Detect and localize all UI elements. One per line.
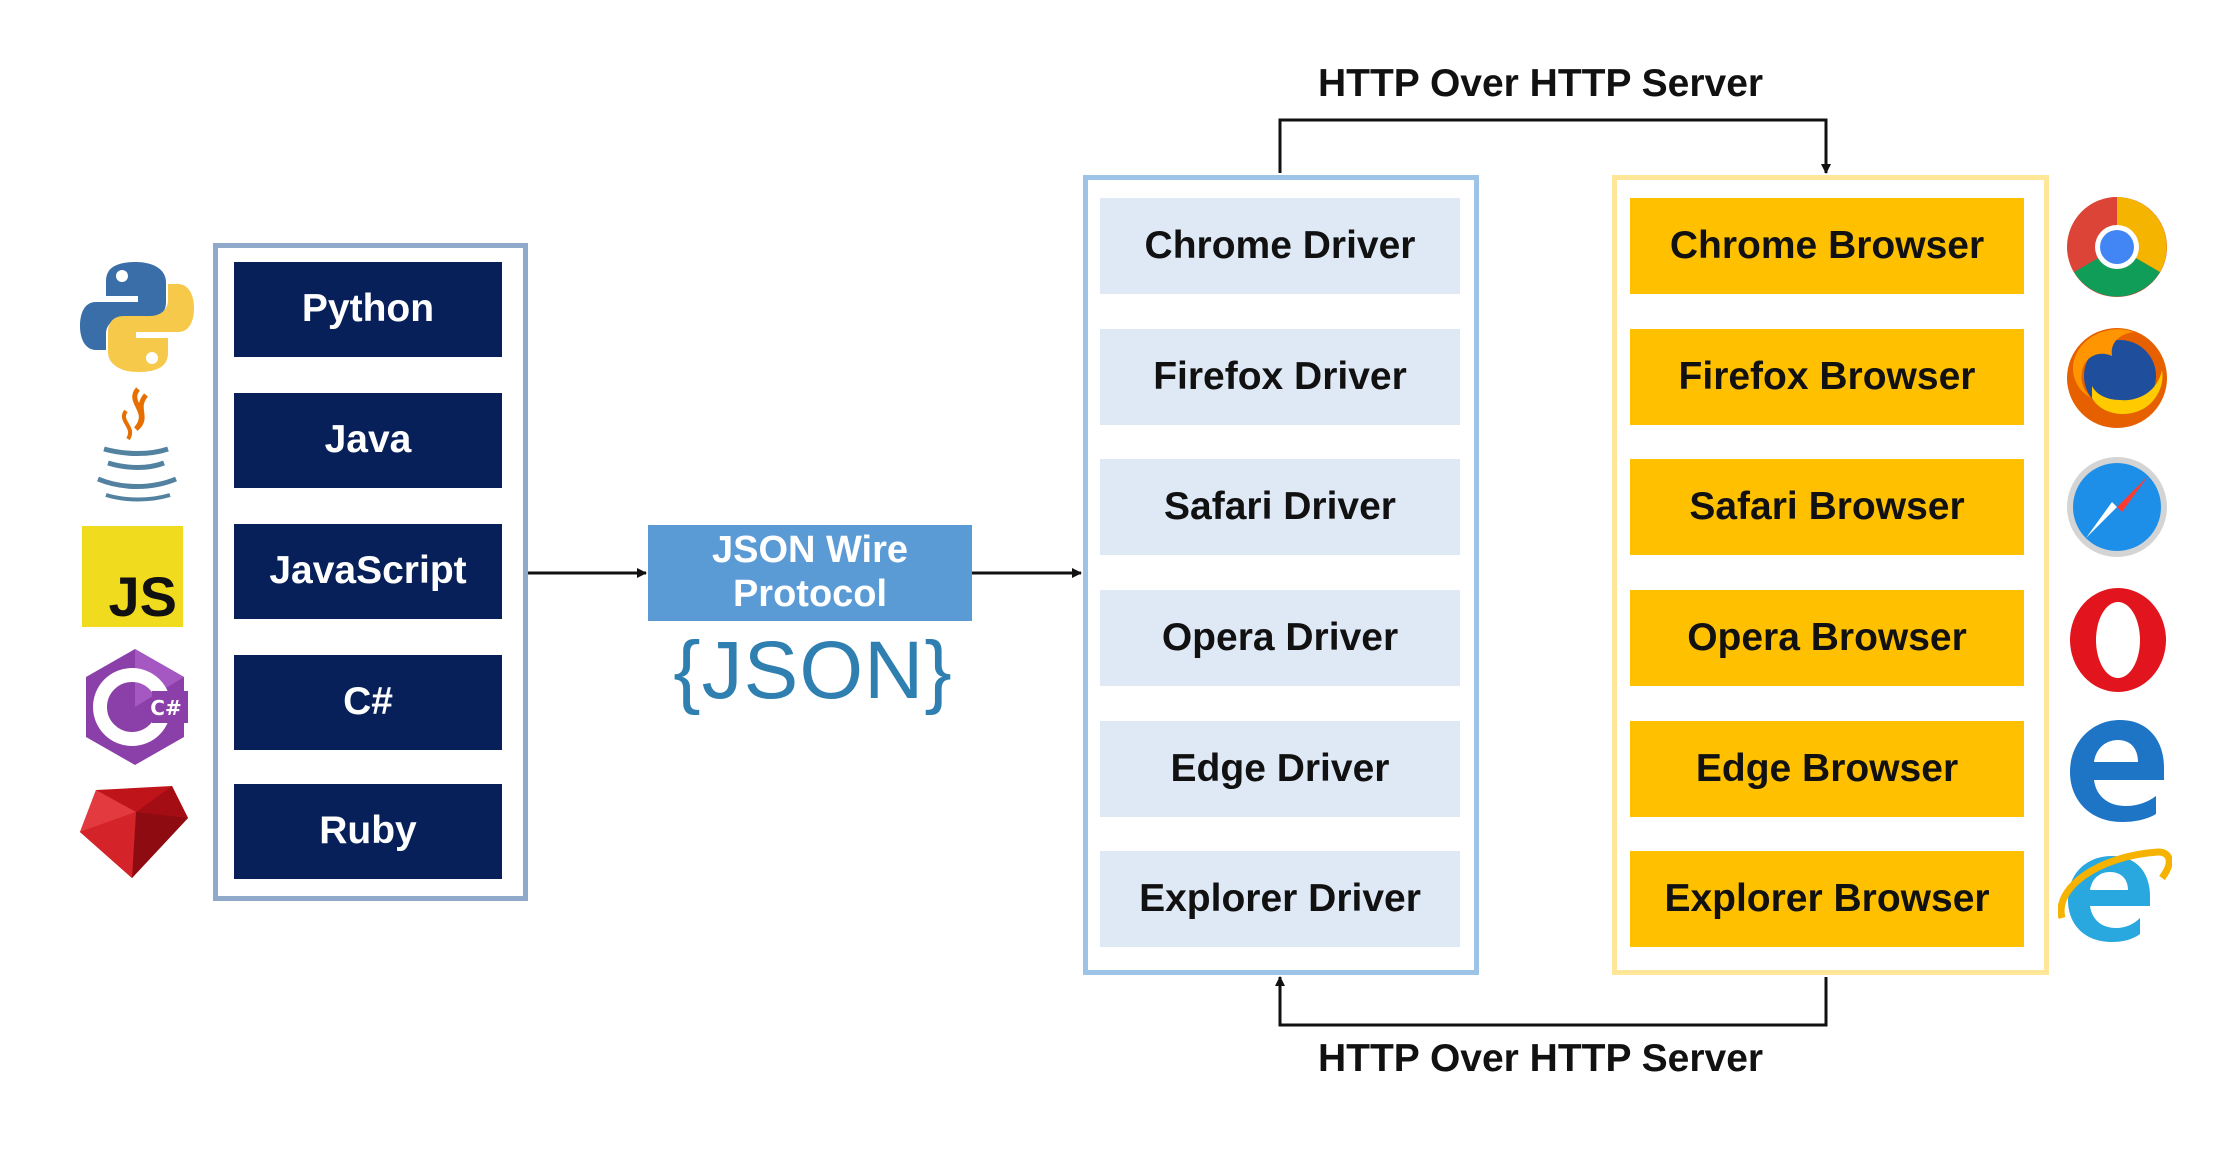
firefox-driver: Firefox Driver bbox=[1100, 329, 1460, 425]
internet-explorer-logo-icon bbox=[2058, 848, 2172, 942]
csharp-logo-icon: C# bbox=[86, 649, 188, 765]
top-http-caption: HTTP Over HTTP Server bbox=[1318, 62, 1764, 105]
browsers-group bbox=[1612, 175, 2049, 975]
language-java: Java bbox=[234, 393, 502, 488]
arrow-browsers-to-drivers bbox=[1275, 976, 1828, 1027]
firefox-logo-icon bbox=[2067, 328, 2167, 428]
chrome-driver: Chrome Driver bbox=[1100, 198, 1460, 294]
javascript-logo-icon: JS bbox=[82, 526, 183, 627]
language-bindings-group bbox=[213, 243, 528, 901]
wire-protocol-line2: Protocol bbox=[732, 573, 888, 615]
chrome-logo-icon bbox=[2067, 197, 2167, 297]
edge-browser: Edge Browser bbox=[1630, 721, 2024, 817]
language-javascript: JavaScript bbox=[234, 524, 502, 619]
safari-browser: Safari Browser bbox=[1630, 459, 2024, 555]
firefox-browser: Firefox Browser bbox=[1630, 329, 2024, 425]
edge-driver: Edge Driver bbox=[1100, 721, 1460, 817]
javascript-logo-text: JS bbox=[108, 565, 178, 628]
opera-driver: Opera Driver bbox=[1100, 590, 1460, 686]
bottom-http-caption: HTTP Over HTTP Server bbox=[1318, 1037, 1764, 1080]
python-logo-icon bbox=[80, 262, 194, 372]
opera-logo-icon bbox=[2070, 588, 2166, 692]
java-logo-icon bbox=[97, 387, 177, 502]
opera-browser: Opera Browser bbox=[1630, 590, 2024, 686]
wire-protocol-line1: JSON Wire bbox=[711, 529, 909, 572]
ruby-logo-icon bbox=[80, 786, 188, 878]
safari-driver: Safari Driver bbox=[1100, 459, 1460, 555]
json-logo-icon: {JSON} bbox=[673, 625, 953, 716]
json-wire-protocol-box: JSON Wire Protocol bbox=[648, 525, 972, 621]
csharp-logo-text: C# bbox=[150, 696, 181, 720]
drivers-group bbox=[1083, 175, 1479, 975]
explorer-driver: Explorer Driver bbox=[1100, 851, 1460, 947]
language-ruby: Ruby bbox=[234, 784, 502, 879]
language-csharp: C# bbox=[234, 655, 502, 750]
edge-logo-icon bbox=[2070, 720, 2164, 822]
arrow-drivers-to-browsers bbox=[1278, 118, 1831, 174]
explorer-browser: Explorer Browser bbox=[1630, 851, 2024, 947]
language-python: Python bbox=[234, 262, 502, 357]
safari-logo-icon bbox=[2067, 457, 2167, 557]
chrome-browser: Chrome Browser bbox=[1630, 198, 2024, 294]
